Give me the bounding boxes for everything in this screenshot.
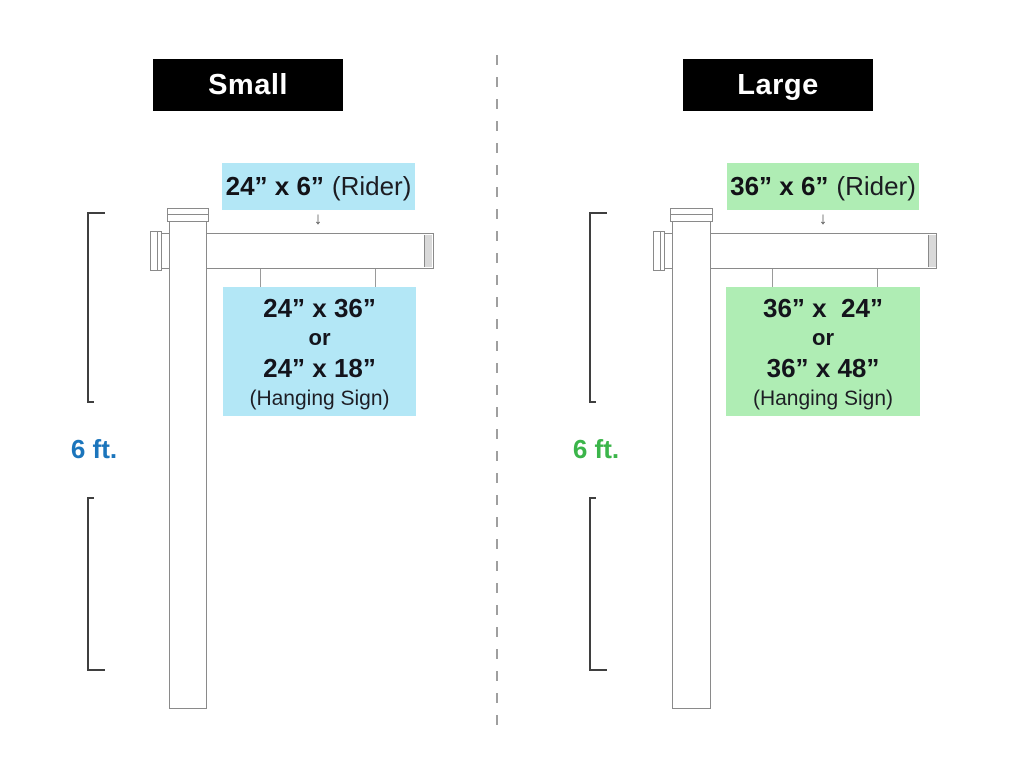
bracket-upper-segment (87, 212, 89, 403)
bracket-lower-segment (87, 497, 89, 671)
post-cap-icon (670, 208, 713, 222)
arm-end-cap-icon (150, 231, 162, 271)
hanger-rod (375, 268, 376, 288)
or-label: or (308, 324, 331, 350)
down-arrow-icon: ↓ (313, 209, 323, 228)
hanger-rod (772, 268, 773, 288)
bracket-stub (589, 401, 596, 403)
divider-dashed-line (496, 55, 498, 731)
hanging-sign-box: 36” x 24” or 36” x 48” (Hanging Sign) (726, 287, 920, 416)
bracket-stub (87, 401, 94, 403)
rider-dims: 36” x 6” (730, 171, 829, 201)
bracket-tick-top (589, 212, 607, 214)
hanger-rod (877, 268, 878, 288)
rider-caption: (Rider) (331, 171, 412, 201)
bracket-lower-segment (589, 497, 591, 671)
rider-caption: (Rider) (836, 171, 916, 201)
size-header-large: Large (683, 59, 873, 111)
arm-end-band-icon (928, 235, 936, 267)
sign-option-2: 24” x 18” (263, 352, 376, 383)
bracket-tick-top (87, 212, 105, 214)
sign-option-2: 36” x 48” (766, 352, 880, 383)
sign-post (672, 221, 711, 709)
sign-option-1: 36” x 24” (763, 292, 883, 323)
height-label: 6 ft. (70, 434, 118, 464)
sign-caption: (Hanging Sign) (752, 386, 894, 410)
arm-end-band-icon (424, 235, 432, 267)
arm-end-cap-icon (653, 231, 665, 271)
bracket-stub (589, 497, 596, 499)
post-cap-icon (167, 208, 209, 222)
hanger-rod (260, 268, 261, 288)
or-label: or (812, 324, 834, 350)
bracket-tick-bottom (87, 669, 105, 671)
bracket-upper-segment (589, 212, 591, 403)
bracket-tick-bottom (589, 669, 607, 671)
sign-caption: (Hanging Sign) (249, 386, 390, 410)
sign-post (169, 221, 207, 709)
rider-size-box: 36” x 6” (Rider) (727, 163, 919, 210)
bracket-stub (87, 497, 94, 499)
size-header-small: Small (153, 59, 343, 111)
rider-dims: 24” x 6” (225, 171, 324, 201)
sign-option-1: 24” x 36” (263, 292, 376, 323)
hanging-sign-box: 24” x 36” or 24” x 18” (Hanging Sign) (223, 287, 416, 416)
rider-size-box: 24” x 6” (Rider) (222, 163, 415, 210)
height-label: 6 ft. (572, 434, 620, 464)
down-arrow-icon: ↓ (818, 209, 828, 228)
